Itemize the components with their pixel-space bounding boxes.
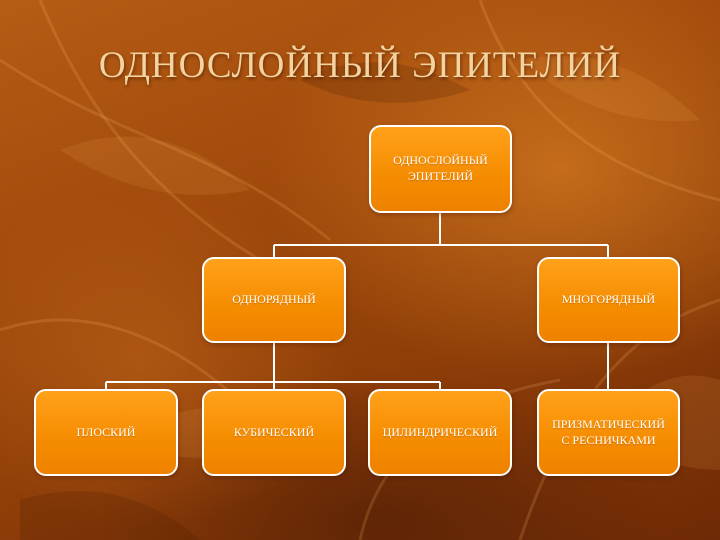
node-mnogoryadny-label: МНОГОРЯДНЫЙ [561, 292, 656, 307]
node-kubicheskiy-label: КУБИЧЕСКИЙ [233, 424, 315, 439]
node-ploskiy: ПЛОСКИЙ [34, 389, 178, 476]
node-kubicheskiy: КУБИЧЕСКИЙ [202, 389, 346, 476]
node-root-odnosloyny-epiteliy: ОДНОСЛОЙНЫЙ ЭПИТЕЛИЙ [369, 125, 512, 213]
node-tsilindricheskiy: ЦИЛИНДРИЧЕСКИЙ [368, 389, 512, 476]
node-odnoryadny: ОДНОРЯДНЫЙ [202, 257, 346, 343]
node-tsilindricheskiy-label: ЦИЛИНДРИЧЕСКИЙ [382, 424, 498, 439]
node-prizmaticheskiy-s-resnichkami: ПРИЗМАТИЧЕСКИЙ С РЕСНИЧКАМИ [537, 389, 680, 476]
node-prizmaticheskiy-label: ПРИЗМАТИЧЕСКИЙ С РЕСНИЧКАМИ [552, 416, 665, 447]
node-odnoryadny-label: ОДНОРЯДНЫЙ [232, 292, 316, 307]
node-root-label: ОДНОСЛОЙНЫЙ ЭПИТЕЛИЙ [393, 153, 488, 183]
node-ploskiy-label: ПЛОСКИЙ [76, 424, 136, 439]
slide-title: ОДНОСЛОЙНЫЙ ЭПИТЕЛИЙ [98, 45, 622, 86]
node-mnogoryadny: МНОГОРЯДНЫЙ [537, 257, 680, 343]
